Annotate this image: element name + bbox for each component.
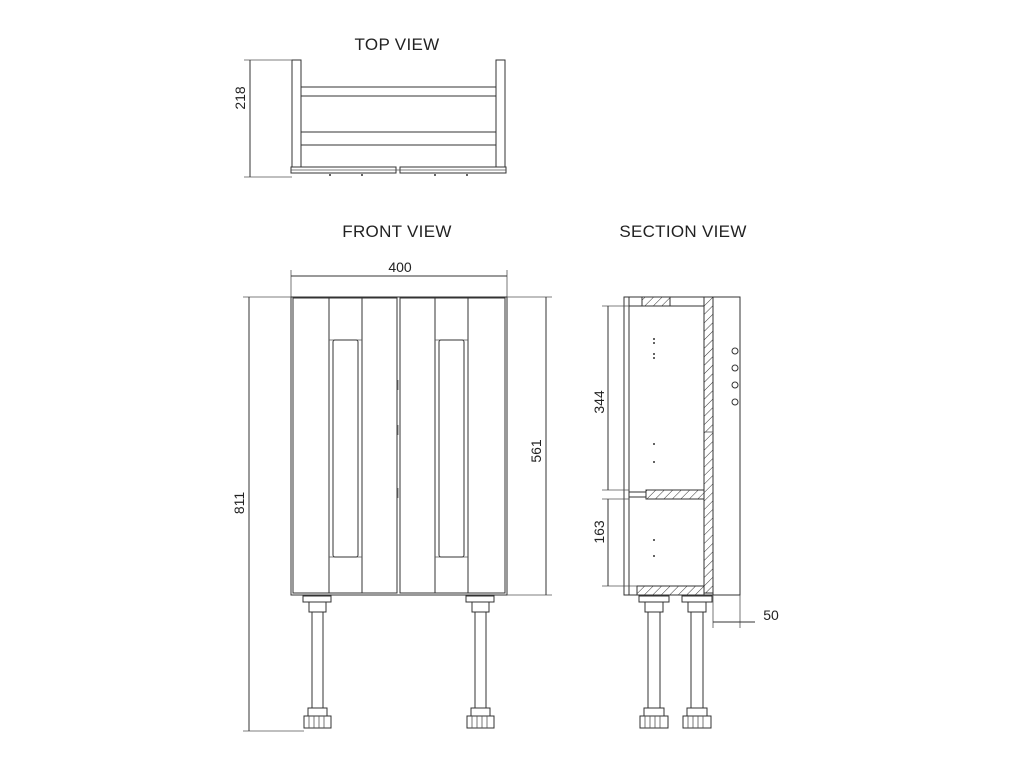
front-cabinet-height-dimension: 561 — [507, 296, 552, 596]
section-view: SECTION VIEW — [591, 222, 779, 729]
dim-811: 811 — [231, 492, 247, 515]
top-view-body — [290, 59, 507, 176]
left-door — [292, 297, 398, 594]
section-body — [623, 296, 741, 596]
section-lower-dimension: 163 — [591, 498, 637, 587]
dim-218: 218 — [232, 86, 248, 110]
section-view-title: SECTION VIEW — [619, 222, 746, 241]
front-cabinet — [290, 296, 508, 596]
top-depth-dimension: 218 — [232, 59, 292, 178]
right-door — [399, 297, 506, 594]
section-legs — [638, 595, 713, 729]
dim-561: 561 — [528, 439, 544, 463]
top-view: TOP VIEW 218 — [232, 35, 507, 178]
section-leg-back — [681, 595, 713, 729]
left-door-handle — [332, 339, 359, 558]
dim-344: 344 — [591, 390, 607, 414]
front-legs — [302, 595, 495, 729]
dim-50: 50 — [763, 607, 779, 623]
top-view-title: TOP VIEW — [355, 35, 440, 54]
front-leg-left — [302, 595, 332, 729]
dim-400: 400 — [388, 259, 412, 275]
dim-163: 163 — [591, 520, 607, 544]
section-upper-dimension: 344 — [591, 305, 629, 491]
right-door-handle — [438, 339, 465, 558]
front-leg-right — [465, 595, 495, 729]
front-view: FRONT VIEW 400 — [231, 222, 552, 732]
section-offset-dimension: 50 — [712, 595, 779, 628]
front-view-title: FRONT VIEW — [342, 222, 451, 241]
front-width-dimension: 400 — [290, 259, 508, 297]
section-leg-front — [638, 595, 670, 729]
front-total-height-dimension: 811 — [231, 296, 304, 732]
